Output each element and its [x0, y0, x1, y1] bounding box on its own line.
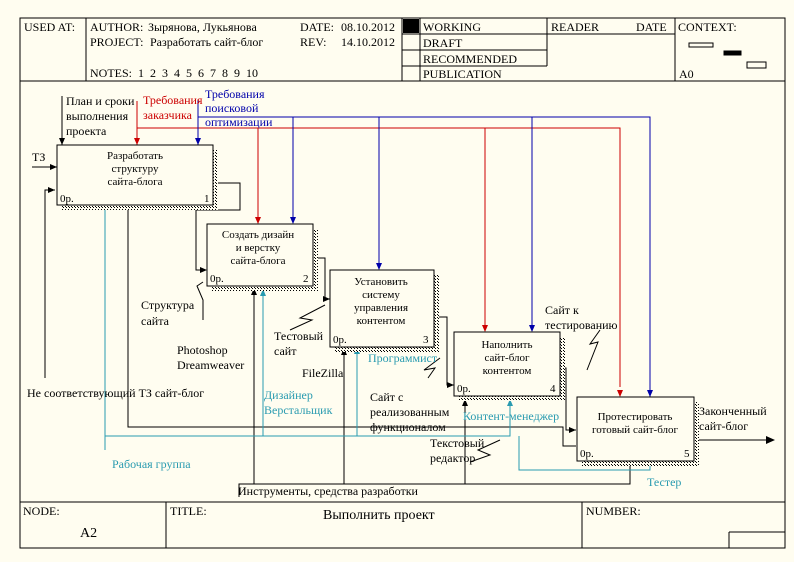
context-node: A0 — [679, 67, 694, 81]
box-2-cost: 0р. — [210, 273, 224, 285]
used-at-label: USED AT: — [24, 20, 75, 34]
label-squiggles — [196, 281, 601, 463]
author-value: Зырянова, Лукьянова — [148, 20, 257, 34]
context-label: CONTEXT: — [678, 20, 737, 34]
date-value: 08.10.2012 — [341, 20, 395, 34]
project-value: Разработать сайт-блог — [150, 35, 263, 49]
box-1-line: структуру — [112, 163, 159, 175]
notes-value: 1 2 3 4 5 6 7 8 9 10 — [138, 66, 258, 80]
not-conform-label: Не соответствующий ТЗ сайт-блог — [27, 386, 204, 400]
box-1-line: Разработать — [107, 150, 163, 162]
box-3-number: 3 — [423, 334, 429, 346]
notes-label: NOTES: — [90, 66, 132, 80]
tz-label: ТЗ — [32, 150, 45, 164]
date-label: DATE: — [300, 20, 334, 34]
box-4-cost: 0р. — [457, 383, 471, 395]
working-status-marker — [403, 19, 419, 33]
box-1-line: сайта-блога — [108, 176, 163, 188]
reader-label: READER — [551, 20, 599, 34]
reader-date-label: DATE — [636, 20, 667, 34]
blue-arrows — [197, 100, 651, 397]
box-4-number: 4 — [550, 383, 556, 395]
box-1-number: 1 — [204, 193, 210, 205]
box-2-line: Создать дизайн — [222, 229, 294, 241]
node-value: A2 — [80, 526, 97, 541]
box-5-cost: 0р. — [580, 448, 594, 460]
tools-label: Инструменты, средства разработки — [238, 484, 419, 498]
header-frame — [19, 17, 786, 549]
filezilla-label: FileZilla — [302, 366, 344, 380]
box-2-number: 2 — [303, 273, 309, 285]
box-3-line: Установить — [354, 276, 407, 288]
box-4-line: сайт-блог — [484, 352, 530, 364]
programmer-label: Программист — [368, 351, 438, 365]
status-working[interactable]: WORKING — [423, 20, 481, 34]
project-label: PROJECT: — [90, 35, 143, 49]
node-label: NODE: — [23, 504, 60, 518]
status-draft[interactable]: DRAFT — [423, 36, 463, 50]
box-2-line: сайта-блога — [231, 255, 286, 267]
red-arrowheads — [134, 138, 623, 397]
blue-arrowheads — [195, 138, 653, 397]
box-1-cost: 0р. — [60, 193, 74, 205]
box-4-line: контентом — [483, 365, 532, 377]
number-label: NUMBER: — [586, 504, 641, 518]
box-5-line: Протестировать — [598, 411, 673, 423]
title-label: TITLE: — [170, 504, 207, 518]
rev-label: REV: — [300, 35, 326, 49]
rev-value: 14.10.2012 — [341, 35, 395, 49]
black-arrows — [32, 96, 768, 497]
title-value: Выполнить проект — [323, 508, 435, 523]
content-manager-label: Контент-менеджер — [463, 409, 559, 423]
work-group-label: Рабочая группа — [112, 457, 191, 471]
tester-label: Тестер — [647, 475, 681, 489]
status-publication[interactable]: PUBLICATION — [423, 67, 502, 81]
context-thumbnail-icon — [688, 42, 767, 69]
box-3-line: систему — [362, 289, 400, 301]
box-3-cost: 0р. — [333, 334, 347, 346]
box-3-line: контентом — [357, 315, 406, 327]
red-arrows — [136, 101, 621, 387]
box-5-line: готовый сайт-блог — [592, 424, 679, 436]
author-label: AUTHOR: — [90, 20, 143, 34]
box-5-number: 5 — [684, 448, 690, 460]
box-3-line: управления — [354, 302, 408, 314]
box-4-line: Наполнить — [481, 339, 532, 351]
box-2-line: и верстку — [236, 242, 281, 254]
status-recommended[interactable]: RECOMMENDED — [423, 52, 517, 66]
